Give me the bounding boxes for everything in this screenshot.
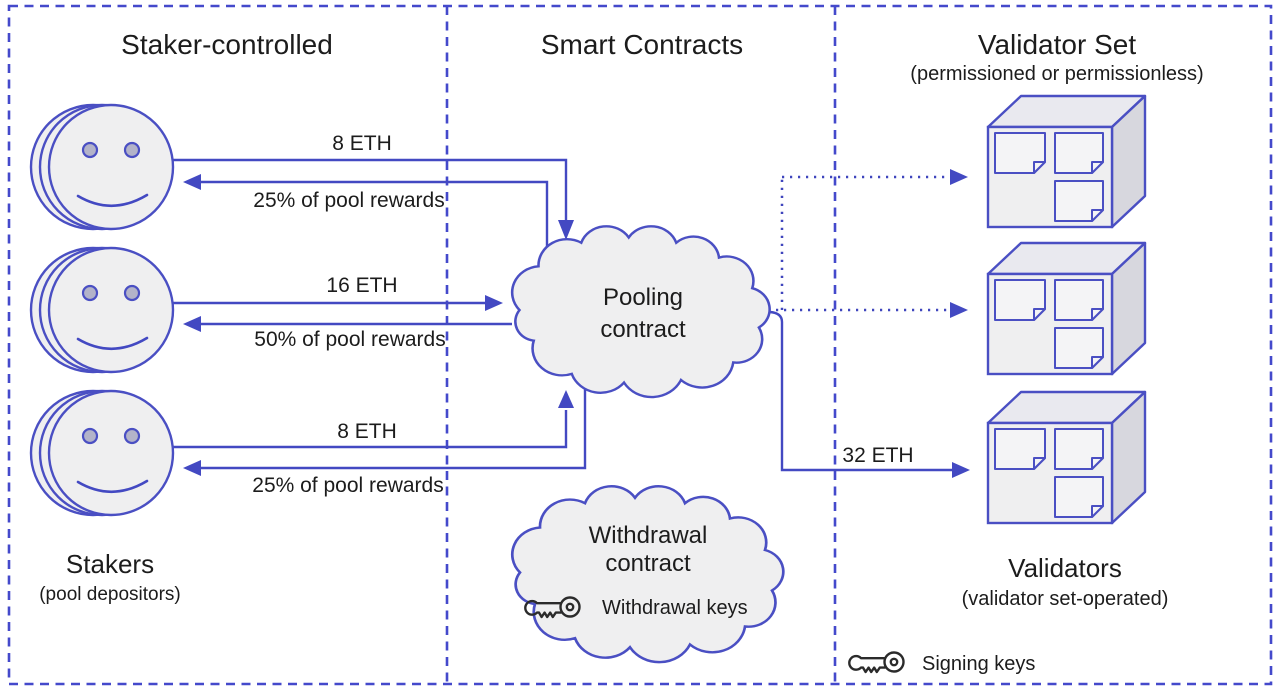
stake-label-32eth: 32 ETH (842, 444, 913, 467)
reward-arrowhead-3 (183, 460, 201, 476)
signing-keys-label: Signing keys (922, 653, 1035, 675)
staker-group-2 (29, 246, 175, 374)
withdrawal-keys-label: Withdrawal keys (602, 597, 748, 619)
staker-group-3 (29, 389, 175, 517)
reward-label-3: 25% of pool rewards (252, 474, 443, 497)
deposit-arrowhead-2 (485, 295, 503, 311)
dotted-arrowhead-validator-2 (950, 302, 968, 318)
staker-group-1 (29, 103, 175, 231)
deposit-line-3 (170, 410, 568, 449)
validators-label: Validators (1008, 553, 1122, 583)
reward-arrowhead-1 (183, 174, 201, 190)
deposit-line-1 (170, 158, 568, 222)
reward-line-1 (201, 180, 549, 262)
column-title-staker-controlled: Staker-controlled (121, 29, 333, 60)
dotted-arrowhead-validator-1 (950, 169, 968, 185)
reward-line-3 (201, 380, 587, 470)
deposit-label-3: 8 ETH (337, 420, 397, 443)
stakers-label: Stakers (66, 549, 154, 579)
reward-arrowhead-2 (183, 316, 201, 332)
stake-arrowhead-32eth (952, 462, 970, 478)
validator-box-3 (986, 390, 1147, 525)
reward-label-2: 50% of pool rewards (254, 328, 445, 351)
deposit-label-2: 16 ETH (326, 274, 397, 297)
signing-key-icon (848, 651, 905, 674)
withdrawal-contract-label-1: Withdrawal (589, 522, 708, 549)
diagram-border (7, 4, 1273, 686)
column-title-smart-contracts: Smart Contracts (541, 29, 743, 60)
stakers-sublabel: (pool depositors) (39, 584, 181, 605)
stake-line-32eth (769, 310, 952, 472)
pooling-contract-cloud (510, 224, 771, 399)
deposit-label-1: 8 ETH (332, 132, 392, 155)
validator-box-2 (986, 241, 1147, 376)
validator-set-subtitle: (permissioned or permissionless) (910, 63, 1203, 85)
validators-sublabel: (validator set-operated) (962, 588, 1169, 610)
deposit-arrowhead-1 (558, 220, 574, 240)
validator-box-1 (986, 94, 1147, 229)
pooling-contract-label-2: contract (600, 316, 686, 343)
column-title-validator-set: Validator Set (978, 29, 1136, 60)
deposit-arrowhead-3 (558, 390, 574, 408)
reward-label-1: 25% of pool rewards (253, 189, 444, 212)
withdrawal-contract-label-2: contract (605, 550, 691, 577)
pooling-contract-label-1: Pooling (603, 284, 683, 311)
